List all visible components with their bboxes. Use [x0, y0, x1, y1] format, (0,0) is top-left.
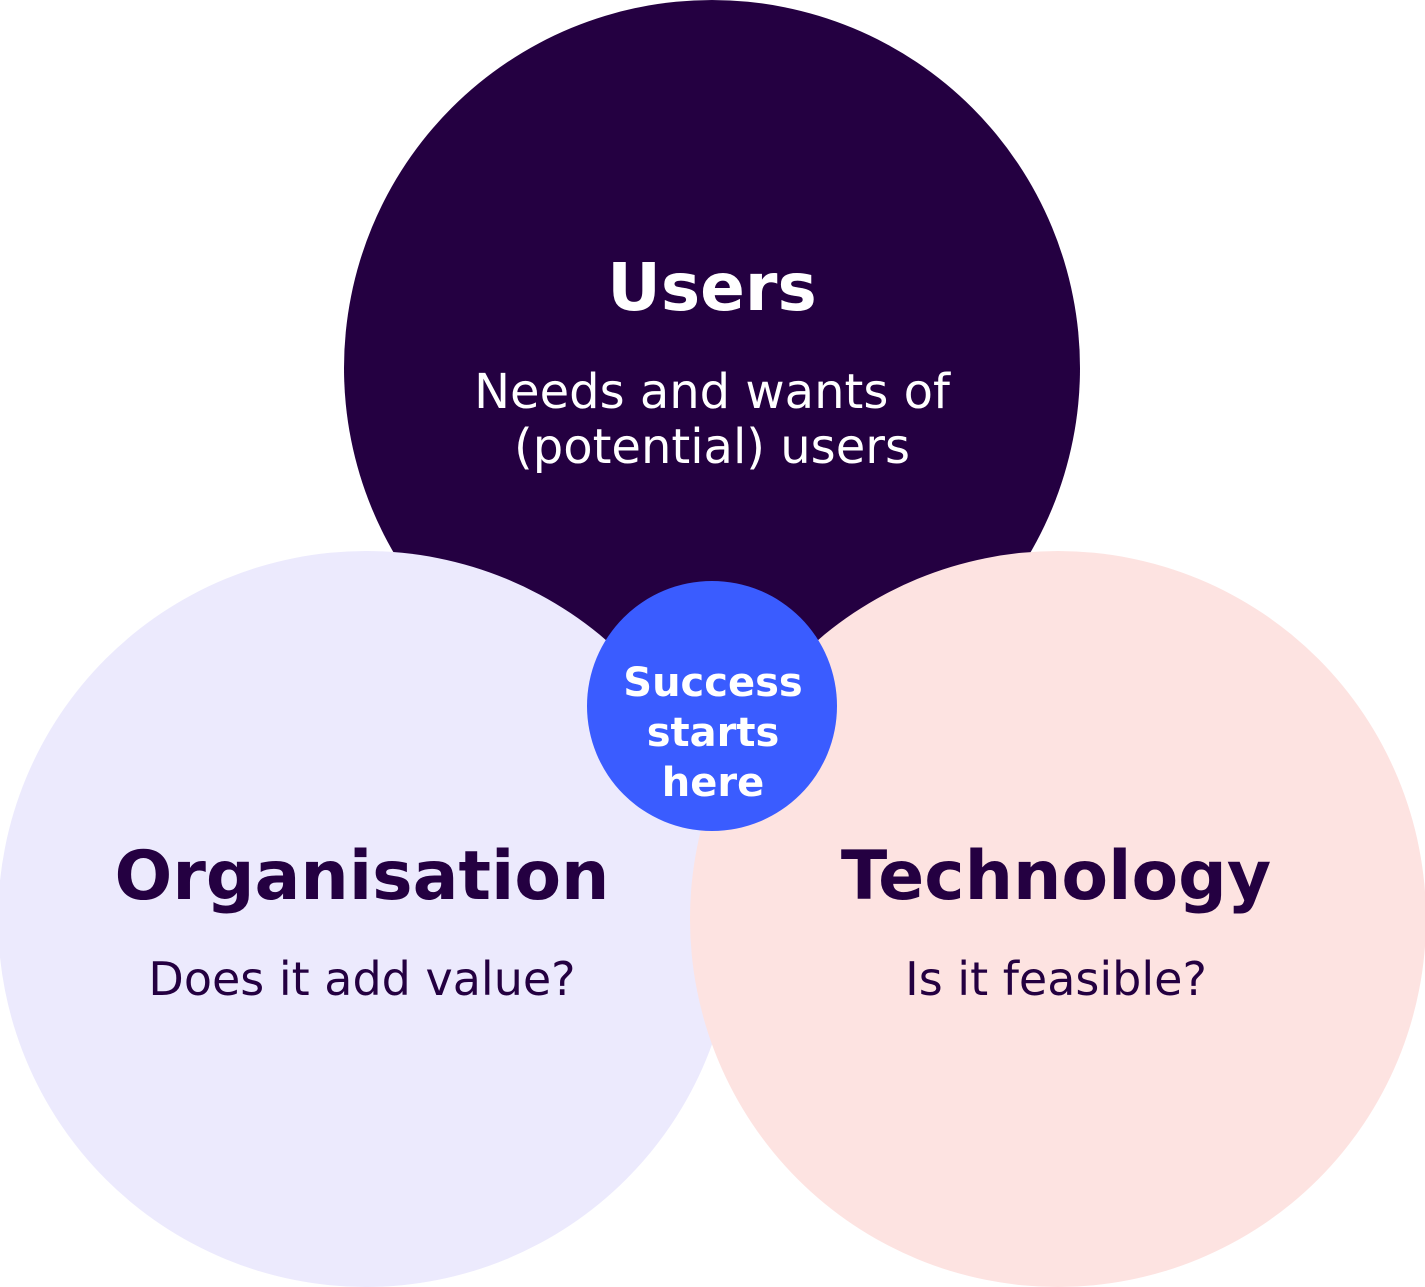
users-line2: (potential) users [514, 419, 910, 475]
organisation-subtitle: Does it add value? [148, 952, 575, 1006]
users-circle [344, 0, 1080, 736]
organisation-title: Organisation [115, 837, 610, 916]
users-line1: Needs and wants of [474, 364, 951, 420]
users-title: Users [607, 249, 816, 326]
success-line1: Success [623, 660, 802, 706]
organisation-circle [0, 551, 734, 1287]
technology-circle [690, 551, 1425, 1287]
success-circle [587, 581, 837, 831]
technology-subtitle: Is it feasible? [905, 952, 1207, 1006]
success-line3: here [662, 760, 764, 806]
technology-title: Technology [841, 837, 1271, 916]
success-line2: starts [647, 710, 780, 756]
